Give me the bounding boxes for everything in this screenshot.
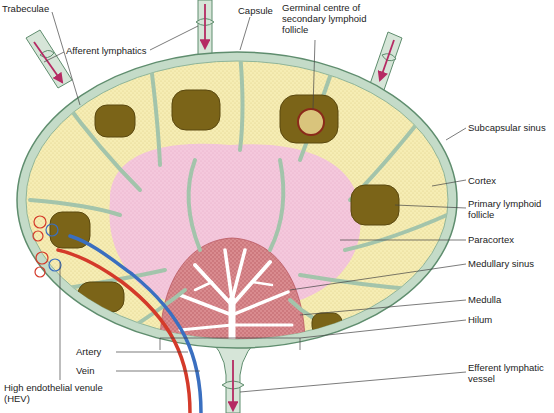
part-label: Medullary sinus	[468, 258, 554, 269]
part-label: Afferent lymphatics	[66, 45, 166, 56]
secondary-lymphoid-follicle	[280, 95, 338, 143]
germinal-centre	[298, 109, 324, 135]
medullary-sinus	[180, 250, 292, 345]
lymph-flow-arrow	[34, 4, 394, 410]
capsule	[17, 52, 457, 348]
primary-lymphoid-follicle	[50, 90, 399, 335]
capillary-bed	[33, 216, 61, 277]
part-label: Capsule	[238, 5, 288, 16]
part-label: Efferent lymphatic vessel	[468, 362, 554, 384]
part-label: Trabeculae	[2, 3, 82, 14]
part-label: High endothelial venule (HEV)	[4, 382, 124, 404]
part-label: Vein	[76, 365, 116, 376]
part-label: Artery	[76, 346, 116, 357]
trabecula	[30, 52, 447, 335]
cortex	[26, 61, 448, 339]
part-label: Germinal centre of secondary lymphoid fo…	[282, 2, 374, 35]
leader-line	[44, 12, 466, 392]
part-label: Medulla	[468, 294, 554, 305]
part-label: Primary lymphoid follicle	[468, 198, 554, 220]
part-label: Cortex	[468, 175, 554, 186]
part-label: Subcapsular sinus	[468, 122, 554, 133]
node-interior	[30, 52, 447, 345]
part-label: Paracortex	[468, 234, 554, 245]
part-label: Hilum	[468, 314, 554, 325]
